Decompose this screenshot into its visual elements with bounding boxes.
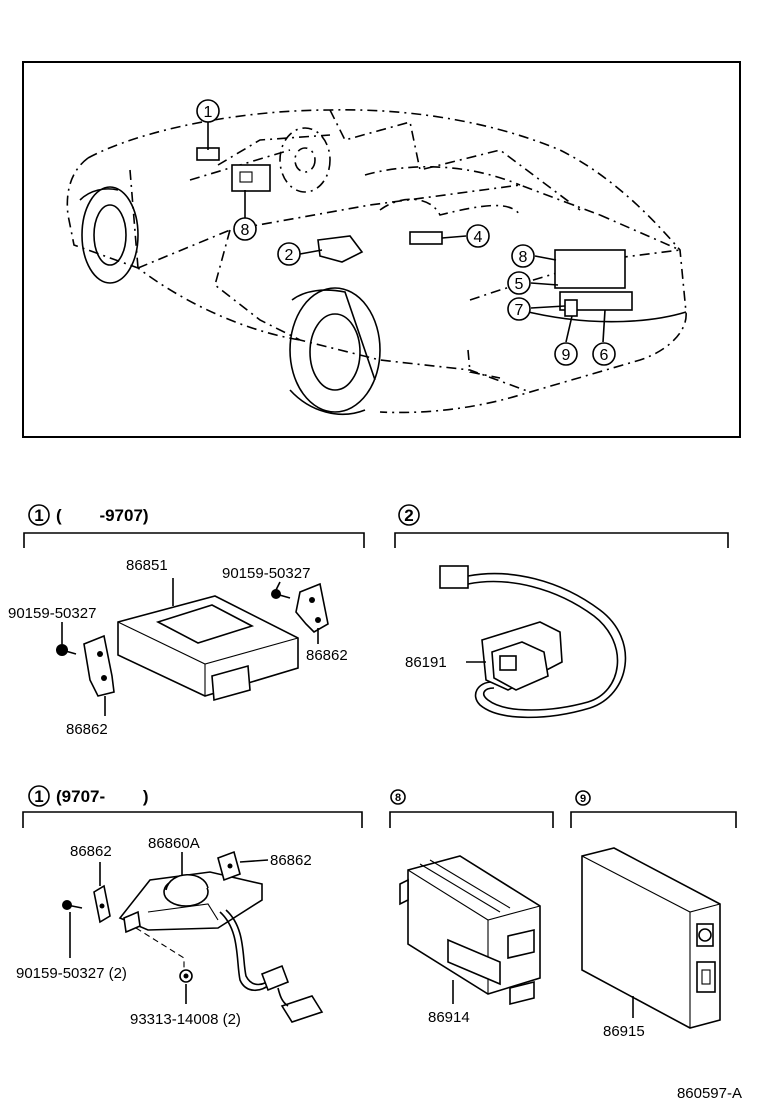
callout-8-rear: 8 (511, 244, 535, 268)
callout-1: 1 (196, 99, 220, 123)
callout-6: 6 (592, 342, 616, 366)
overview-callouts: 1 8 2 4 8 5 7 (196, 99, 616, 366)
section-5-index: 9 (580, 793, 586, 805)
bolt-left-90159 (56, 644, 77, 656)
section-4-index: 8 (395, 792, 401, 804)
callout-5: 5 (507, 271, 531, 295)
label-93313: 93313-14008 (2) (130, 1011, 241, 1028)
label-86862-left: 86862 (66, 721, 108, 738)
section-5-index-circle (575, 790, 591, 806)
svg-text:7: 7 (515, 302, 524, 319)
overview-frame (22, 61, 741, 438)
component-9 (564, 299, 578, 317)
bracket-86862-right (295, 582, 329, 633)
section-5-bracket (570, 811, 737, 828)
bolt-90159-late (62, 900, 83, 910)
section-4-bracket (389, 811, 554, 828)
bracket-86862-late-right (217, 850, 241, 882)
overview-panel: 1 8 2 4 8 5 7 (22, 61, 741, 438)
section-1-early: 1 ( -9707) 86851 90159-50327 86862 (8, 504, 365, 738)
svg-text:2: 2 (285, 247, 294, 264)
svg-text:9: 9 (562, 347, 571, 364)
section-1-index: 1 (34, 506, 43, 525)
svg-text:6: 6 (600, 347, 609, 364)
bracket-86862-left (83, 634, 115, 697)
label-86860A: 86860A (148, 835, 200, 852)
label-90159-left: 90159-50327 (8, 605, 96, 622)
unit-86915 (581, 847, 721, 1029)
label-86862-late-left: 86862 (70, 843, 112, 860)
callout-7: 7 (507, 297, 531, 321)
section-2-index: 2 (404, 506, 413, 525)
svg-text:1: 1 (204, 104, 213, 121)
section-4-index-circle (390, 789, 406, 805)
sensor-86191 (439, 565, 627, 719)
component-2 (317, 235, 364, 263)
callout-9: 9 (554, 342, 578, 366)
label-86862-right: 86862 (306, 647, 348, 664)
section-2-index-circle (398, 504, 420, 526)
callout-4: 4 (466, 224, 490, 248)
label-90159-late: 90159-50327 (2) (16, 965, 127, 982)
svg-text:5: 5 (515, 276, 524, 293)
diagram-code: 860597-A (677, 1085, 742, 1102)
section-3-bracket (22, 811, 363, 828)
component-6 (559, 291, 633, 311)
unit-86860A (118, 871, 324, 1023)
bracket-86862-late-left (93, 884, 111, 924)
label-86191: 86191 (405, 654, 447, 671)
callout-2: 2 (277, 242, 301, 266)
car-outline (66, 109, 687, 416)
section-3-index: 1 (34, 787, 43, 806)
section-3-index-circle (28, 785, 50, 807)
section-1-late: 1 (9707- ) 86862 90159-50327 (2) 86860A (16, 785, 363, 1028)
svg-text:8: 8 (241, 222, 250, 239)
svg-text:8: 8 (519, 249, 528, 266)
bolt-right-90159 (271, 589, 291, 599)
callout-8-front: 8 (233, 217, 257, 241)
unit-86851 (117, 595, 299, 702)
section-4: 8 86914 (389, 789, 554, 1026)
label-86915: 86915 (603, 1023, 645, 1040)
component-8-front (231, 164, 271, 192)
label-86914: 86914 (428, 1009, 470, 1026)
section-2-bracket (394, 532, 729, 548)
component-trunk-unit (554, 249, 626, 289)
section-2: 2 86191 (394, 504, 729, 719)
section-1-index-circle (28, 504, 50, 526)
section-1-label: ( -9707) (56, 506, 149, 525)
component-4 (409, 231, 443, 245)
section-3-label: (9707- ) (56, 787, 149, 806)
overview-leaders (207, 122, 606, 343)
svg-text:4: 4 (474, 229, 483, 246)
unit-86914 (399, 855, 541, 1006)
label-86862-late-right: 86862 (270, 852, 312, 869)
car-components (196, 147, 633, 317)
nut-93313 (179, 969, 193, 983)
label-90159-right: 90159-50327 (222, 565, 310, 582)
label-86851: 86851 (126, 557, 168, 574)
section-5: 9 86915 (570, 790, 737, 1040)
section-1-bracket (23, 532, 365, 548)
